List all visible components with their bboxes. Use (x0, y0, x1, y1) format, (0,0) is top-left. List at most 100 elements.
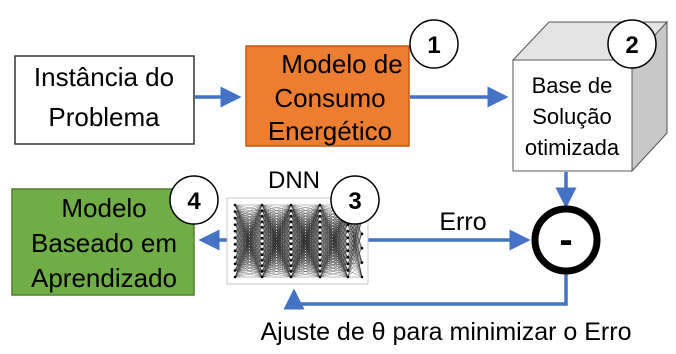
dnn-edge (234, 204, 263, 264)
dnn-edge (234, 210, 263, 212)
box-modelo-aprendizado: Modelo Baseado em Aprendizado (11, 188, 195, 296)
dnn-node (233, 236, 237, 240)
dnn-edge (234, 204, 263, 225)
dnn-node (289, 248, 293, 251)
dnn-edge (261, 243, 292, 278)
dnn-node (260, 253, 264, 257)
dnn-edge (261, 204, 292, 255)
base-line-1: Base de (532, 73, 613, 98)
dnn-node (318, 214, 322, 218)
box-instancia-problema: Instância do Problema (14, 55, 195, 145)
dnn-edge (290, 204, 321, 244)
dnn-edge (290, 210, 321, 278)
dnn-node (260, 236, 264, 240)
dnn-edge (290, 204, 321, 261)
dnn-node (360, 261, 364, 264)
dnn-edge (319, 224, 349, 267)
dnn-edge (261, 204, 292, 266)
dnn-edge (234, 210, 263, 271)
dnn-edge (261, 204, 292, 233)
dnn-edge (234, 210, 263, 258)
modelo-aprendizado-line-3: Aprendizado (31, 263, 177, 293)
dnn-edge (234, 271, 263, 278)
dnn-edge (319, 257, 349, 261)
dnn-node (233, 223, 237, 226)
dnn-edge (234, 224, 263, 228)
dnn-edge (261, 260, 292, 278)
dnn-edge (319, 254, 349, 265)
dnn-edge (234, 204, 263, 233)
dnn-edge (290, 204, 321, 222)
dnn-edge (319, 224, 349, 278)
dnn-edge (290, 204, 321, 278)
modelo-consumo-line-2: Consumo (274, 83, 385, 113)
dnn-edge (261, 271, 292, 278)
dnn-edge (347, 262, 363, 271)
dnn-node (260, 225, 264, 229)
dnn-edge (347, 233, 363, 245)
dnn-edge (234, 221, 263, 271)
dnn-node (260, 231, 264, 234)
dnn-edge (319, 224, 349, 255)
dnn-node (346, 262, 350, 266)
dnn-node (289, 203, 293, 207)
badge-1-number: 1 (427, 32, 440, 59)
dnn-edge (261, 204, 292, 272)
badge-1: 1 (409, 19, 459, 69)
dnn-node (289, 231, 293, 234)
dnn-edge (290, 204, 321, 228)
dnn-edge (290, 204, 321, 272)
dnn-edge (234, 217, 263, 222)
dnn-edge (347, 248, 363, 271)
instancia-line-1: Instância do (34, 62, 174, 92)
dnn-edge (319, 260, 349, 265)
dnn-edge (347, 237, 363, 278)
dnn-edge (290, 204, 321, 255)
box-modelo-consumo: Modelo de Consumo Energético (245, 45, 410, 147)
dnn-node (318, 270, 322, 273)
dnn-edge (347, 233, 363, 278)
dnn-node (318, 220, 322, 223)
dnn-edge (234, 221, 263, 264)
dnn-node (289, 214, 293, 218)
badge-3-number: 3 (348, 188, 361, 215)
dnn-edge (347, 218, 363, 278)
dnn-edge (290, 271, 321, 278)
dnn-node (318, 253, 322, 257)
dnn-edge (319, 249, 349, 271)
erro-label: Erro (439, 208, 486, 236)
dnn-edge (290, 227, 321, 278)
dnn-edge (319, 244, 349, 250)
dnn-edge (319, 271, 349, 278)
dnn-edge (290, 204, 321, 239)
dnn-node (289, 264, 293, 268)
dnn-node (346, 249, 350, 253)
dnn-edge (319, 254, 349, 271)
dnn-edge (347, 224, 363, 249)
dnn-node (318, 275, 322, 279)
dnn-edge (234, 227, 263, 271)
dnn-edge (261, 254, 292, 278)
dnn-edge (319, 217, 349, 250)
dnn-label: DNN (268, 167, 320, 194)
dnn-node (260, 214, 264, 218)
dnn-edge (319, 218, 349, 278)
dnn-edge (234, 254, 263, 278)
dnn-edge (261, 249, 292, 278)
dnn-edge (234, 204, 263, 222)
dnn-edge (290, 221, 321, 278)
dnn-node (318, 264, 322, 268)
dnn-edge (261, 210, 292, 278)
dnn-node (346, 275, 350, 279)
dnn-edge (319, 218, 349, 266)
dnn-edge (319, 249, 349, 265)
dnn-node (260, 264, 264, 268)
dnn-node (233, 210, 237, 213)
dnn-edge (261, 204, 292, 239)
dnn-node (233, 229, 237, 233)
dnn-edge (234, 232, 263, 258)
dnn-node (233, 275, 237, 279)
dnn-edge (234, 227, 263, 278)
dnn-node (233, 249, 237, 253)
subtract-sign: - (559, 218, 572, 262)
